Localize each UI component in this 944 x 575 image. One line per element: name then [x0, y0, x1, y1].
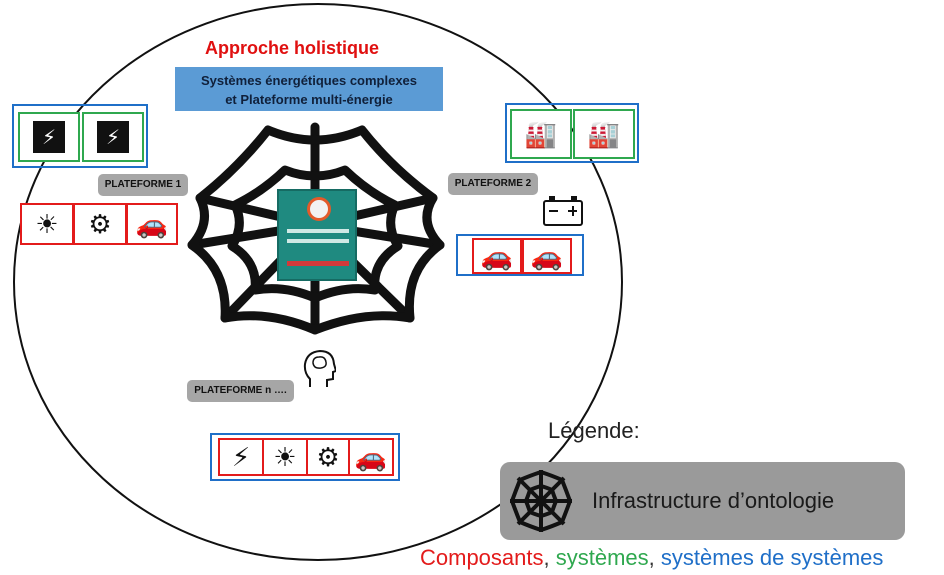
- ev-component: 🚗: [472, 238, 522, 274]
- factory-icon: 🏭: [524, 119, 558, 149]
- hydro-dam-icon: ⚡: [231, 442, 251, 472]
- legend-item-label: Infrastructure d’ontologie: [592, 488, 835, 513]
- platform-screenshot: [277, 189, 357, 281]
- electric-car-icon: 🚗: [354, 442, 388, 472]
- wind-turbine-icon: ⚙: [316, 442, 340, 472]
- solar-panel-icon: ☀: [35, 209, 59, 239]
- subtitle-line-1: Systèmes énergétiques complexes: [200, 73, 418, 88]
- platform-1-label: PLATEFORME 1: [98, 174, 188, 196]
- caption-components: Composants: [420, 545, 544, 570]
- head-brain-icon: [302, 349, 338, 389]
- battery-icon: [543, 196, 583, 226]
- legend-web-icon: [510, 470, 572, 532]
- pylon-group: ⚡ ⚡: [12, 104, 148, 168]
- electric-car-icon: 🚗: [135, 209, 169, 239]
- hydro-component: ⚡: [218, 438, 264, 476]
- pylon-system-1: ⚡: [18, 112, 80, 162]
- caption-systems: systèmes: [555, 545, 649, 570]
- solar-component: ☀: [262, 438, 308, 476]
- diagram-title: Approche holistique: [205, 38, 380, 58]
- subtitle-line-2: et Plateforme multi-énergie: [225, 92, 393, 107]
- platform-2-ev-group: 🚗 🚗: [456, 234, 584, 276]
- platform-logo: [307, 197, 331, 221]
- electric-car-icon: 🚗: [480, 241, 514, 271]
- wind-component: ⚙: [73, 203, 127, 245]
- caption-sep-1: ,: [543, 545, 556, 570]
- solar-panel-icon: ☀: [273, 442, 297, 472]
- electric-car-icon: 🚗: [530, 241, 564, 271]
- head-brain-svg: [303, 349, 338, 387]
- pylon-icon: ⚡: [33, 121, 65, 153]
- ev-component: 🚗: [522, 238, 572, 274]
- factory-icon: 🏭: [587, 119, 621, 149]
- holistic-ellipse: [13, 3, 623, 561]
- ev-component: 🚗: [126, 203, 178, 245]
- solar-component: ☀: [20, 203, 74, 245]
- platform-2-label: PLATEFORME 2: [448, 173, 538, 195]
- color-caption: Composants, systèmes, systèmes de systèm…: [420, 545, 883, 571]
- platform-n-label: PLATEFORME n ….: [187, 380, 294, 402]
- factory-system-1: 🏭: [510, 109, 572, 159]
- caption-system-of-systems: systèmes de systèmes: [660, 545, 884, 570]
- caption-sep-2: ,: [648, 545, 661, 570]
- ev-component: 🚗: [348, 438, 394, 476]
- pylon-icon: ⚡: [97, 121, 129, 153]
- pylon-system-2: ⚡: [82, 112, 144, 162]
- platform-n-group: ⚡ ☀ ⚙ 🚗: [210, 433, 400, 481]
- platform-1-components: ☀ ⚙ 🚗: [20, 203, 178, 245]
- wind-component: ⚙: [306, 438, 350, 476]
- subtitle-box: Systèmes énergétiques complexes et Plate…: [175, 67, 443, 111]
- legend-heading: Légende:: [548, 418, 640, 443]
- wind-turbine-icon: ⚙: [88, 209, 112, 239]
- factory-system-2: 🏭: [573, 109, 635, 159]
- factory-group: 🏭 🏭: [505, 103, 639, 163]
